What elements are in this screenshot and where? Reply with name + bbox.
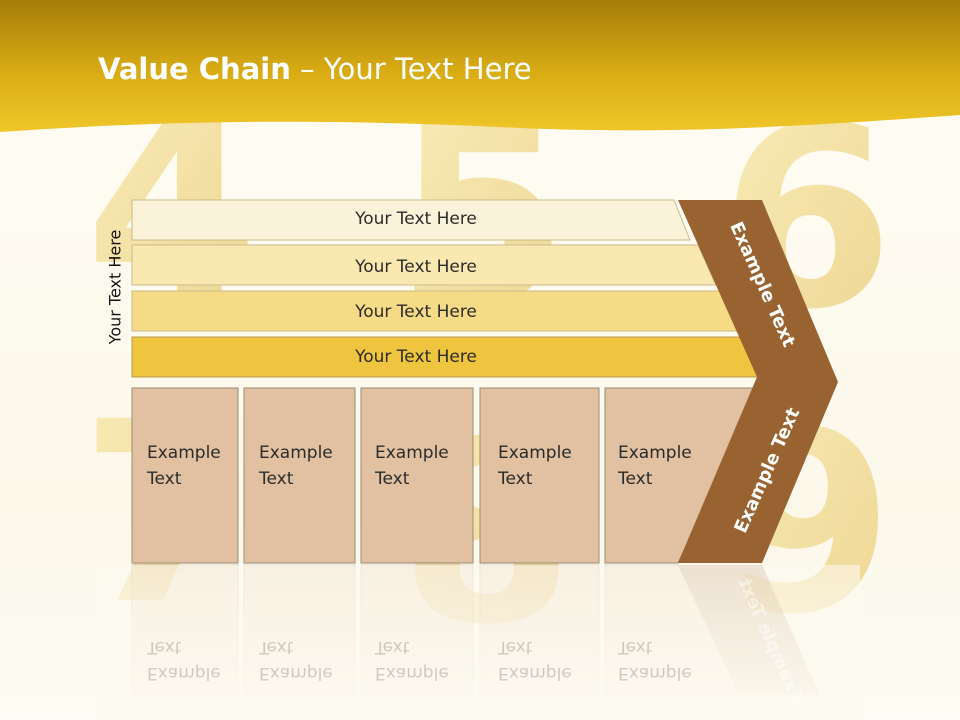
row-shape-1 <box>131 199 691 241</box>
box-reflection-4: Example Text <box>498 637 572 683</box>
box-shape-4 <box>479 387 600 564</box>
slide-title: Value Chain – Your Text Here <box>98 52 532 86</box>
box-label-4: Example Text <box>498 443 572 489</box>
reflection-fade <box>100 565 860 720</box>
box-shape-3 <box>360 387 474 564</box>
box-reflection-2: Example Text <box>259 637 333 683</box>
title-bold: Value Chain <box>98 52 291 86</box>
box-label-5: Example Text <box>618 443 692 489</box>
box-reflection-3: Example Text <box>375 637 449 683</box>
box-label-3: Example Text <box>375 443 449 489</box>
chevron-arrow <box>678 200 838 563</box>
title-banner <box>0 0 960 132</box>
title-rest: – Your Text Here <box>290 52 532 86</box>
box-reflection-5: Example Text <box>618 637 692 683</box>
box-label-2: Example Text <box>259 443 333 489</box>
box-shape-2 <box>243 387 356 564</box>
row-label-2: Your Text Here <box>355 257 477 277</box>
row-label-3: Your Text Here <box>355 302 477 322</box>
row-label-4: Your Text Here <box>355 347 477 367</box>
box-label-1: Example Text <box>147 443 221 489</box>
side-label: Your Text Here <box>105 229 125 345</box>
row-label-1: Your Text Here <box>355 209 477 229</box>
box-reflection-1: Example Text <box>147 637 221 683</box>
box-shape-1 <box>131 387 239 564</box>
